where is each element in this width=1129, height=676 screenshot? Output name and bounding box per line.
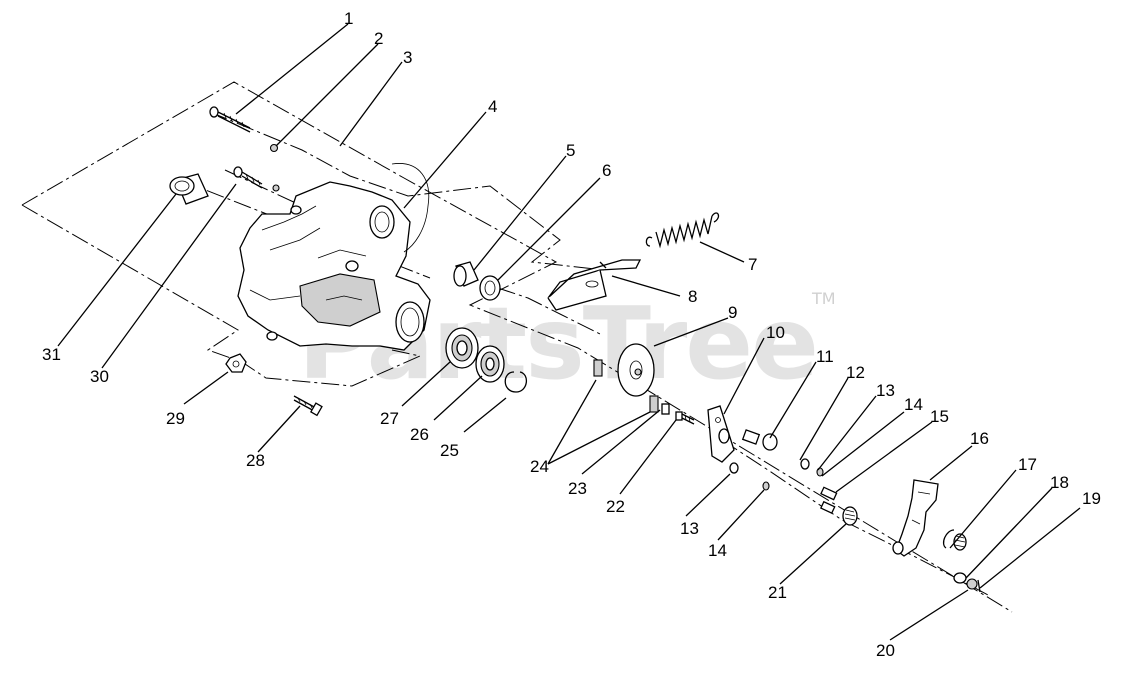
callout-7: 7: [748, 255, 757, 274]
callout-14: 14: [904, 395, 923, 414]
pin-part-11: [741, 429, 761, 445]
callout-17: 17: [1018, 455, 1037, 474]
nut-part-29: [225, 353, 247, 373]
callout-4: 4: [488, 97, 497, 116]
pin-part-15: [820, 486, 838, 501]
screw-part-1: [209, 106, 251, 133]
plate-part-23: [661, 403, 670, 415]
assembly-axis-lines: [21, 81, 1013, 613]
pin-part-15b: [820, 500, 836, 515]
callout-31: 31: [42, 345, 61, 364]
callout-23: 23: [568, 479, 587, 498]
washer-small: [272, 184, 280, 192]
callout-numbers: 1 2 3 4 5 6 7 8 9 10 11 12 13 14 15 16 1…: [42, 9, 1101, 660]
callout-13b: 13: [680, 519, 699, 538]
seal-part-6: [479, 275, 501, 301]
retaining-ring-part-25: [504, 371, 527, 393]
callout-25: 25: [440, 441, 459, 460]
callout-20: 20: [876, 641, 895, 660]
key-part-24: [593, 359, 603, 377]
callout-2: 2: [374, 29, 383, 48]
lever-part-10: [707, 405, 735, 463]
washer-part-12: [762, 433, 778, 451]
part-20: [966, 578, 978, 590]
bearing-part-27: [445, 327, 479, 369]
key-part-24b: [649, 395, 659, 413]
callout-1: 1: [344, 9, 353, 28]
callout-26: 26: [410, 425, 429, 444]
callout-9: 9: [728, 303, 737, 322]
screw-part-22: [675, 411, 695, 425]
callout-3: 3: [403, 48, 412, 67]
leader-lines: [57, 23, 1081, 641]
washer-part-13b: [729, 462, 739, 474]
bolt-part-28: [293, 395, 323, 417]
callout-30: 30: [90, 367, 109, 386]
callout-16: 16: [970, 429, 989, 448]
callout-11: 11: [816, 347, 834, 366]
callout-19: 19: [1082, 489, 1101, 508]
callout-28: 28: [246, 451, 265, 470]
washer-part-18: [953, 572, 967, 584]
nut-part-14b: [762, 481, 770, 491]
callout-13: 13: [876, 381, 895, 400]
clutch-disc-part-9: [617, 343, 655, 397]
pin-part-19: [977, 579, 981, 593]
callout-21: 21: [768, 583, 787, 602]
washer-part-2: [269, 143, 279, 153]
screw-part-30: [233, 166, 263, 189]
gear-housing: [237, 163, 431, 351]
washer-part-13: [800, 458, 810, 470]
callout-29: 29: [166, 409, 185, 428]
callout-10: 10: [766, 323, 785, 342]
trademark-text: TM: [811, 289, 836, 308]
callout-5: 5: [566, 141, 575, 160]
spring-part-21: [842, 506, 858, 526]
callout-18: 18: [1050, 473, 1069, 492]
lever-part-16: [892, 479, 939, 557]
callout-24: 24: [530, 457, 549, 476]
bearing-part-26: [475, 345, 505, 383]
callout-8: 8: [688, 287, 697, 306]
callout-14b: 14: [708, 541, 727, 560]
callout-6: 6: [602, 161, 611, 180]
needle-bearing-part-5: [453, 261, 479, 287]
bushing-part-31: [169, 173, 209, 205]
callout-12: 12: [846, 363, 865, 382]
callout-27: 27: [380, 409, 399, 428]
callout-22: 22: [606, 497, 625, 516]
callout-15: 15: [930, 407, 949, 426]
bracket-part-8: [547, 259, 642, 311]
spring-part-7: [645, 212, 720, 249]
